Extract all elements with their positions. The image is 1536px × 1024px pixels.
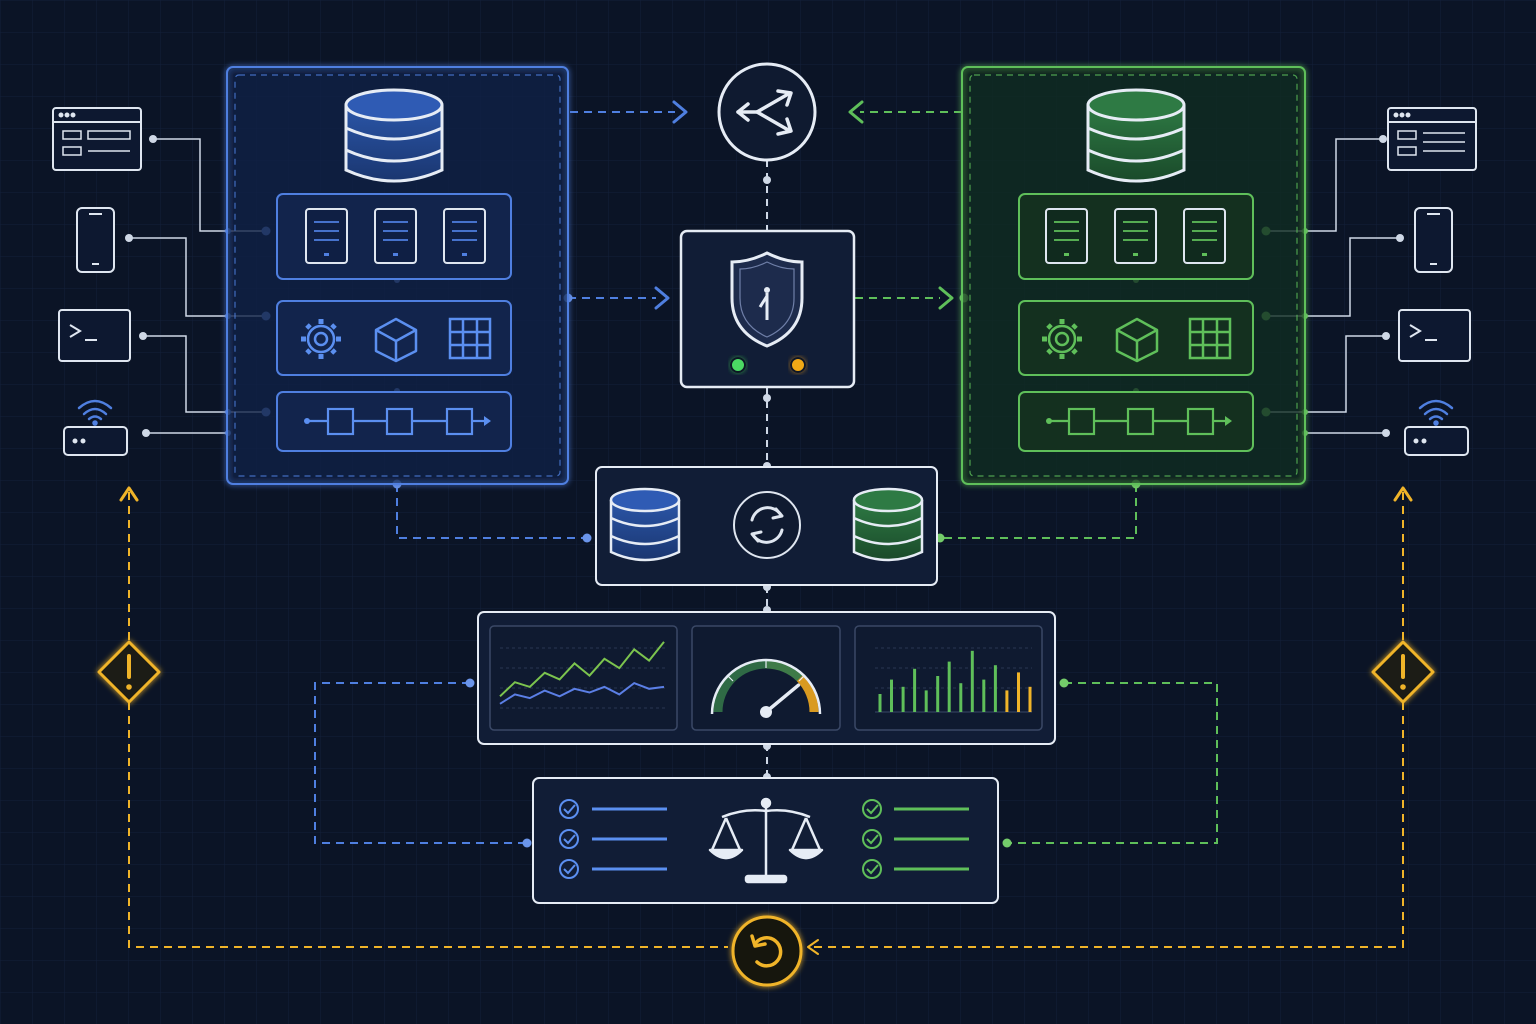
- connectors: [128, 111, 1404, 948]
- status-warning-indicator: [790, 357, 806, 373]
- left-checklist: [559, 799, 667, 879]
- gauge-needle: [764, 683, 801, 714]
- check-icon: [862, 799, 882, 879]
- browser-window-icon[interactable]: [1387, 107, 1477, 171]
- gear-icon: [1042, 319, 1082, 359]
- line-series-green: [499, 641, 665, 698]
- green-environment: [961, 66, 1306, 485]
- database-icon: [609, 487, 681, 562]
- line-series-blue: [499, 681, 665, 705]
- sync-icon: [733, 491, 801, 559]
- database-icon: [852, 487, 924, 562]
- security-gateway[interactable]: [679, 229, 856, 389]
- bar-chart-panel[interactable]: [854, 625, 1043, 731]
- services-tier[interactable]: [276, 300, 512, 376]
- clients-left: [52, 107, 142, 456]
- bar: [890, 679, 893, 712]
- mobile-phone-icon[interactable]: [76, 207, 115, 273]
- services-tier[interactable]: [1018, 300, 1254, 376]
- validation-comparison-panel[interactable]: [532, 777, 999, 904]
- iot-router-icon[interactable]: [63, 399, 128, 456]
- grid-icon: [448, 317, 492, 360]
- bar: [901, 686, 905, 712]
- terminal-icon[interactable]: [1398, 309, 1471, 362]
- data-sync-panel[interactable]: [595, 466, 938, 586]
- bar: [947, 661, 951, 712]
- documents-tier[interactable]: [276, 193, 512, 280]
- gauge-panel[interactable]: [691, 625, 841, 731]
- bar: [959, 683, 963, 712]
- balance-scale-icon: [708, 797, 824, 884]
- bar: [1005, 690, 1009, 712]
- bar: [970, 650, 974, 712]
- blue-environment: [226, 66, 569, 485]
- bar: [878, 694, 882, 712]
- mobile-phone-icon[interactable]: [1414, 207, 1453, 273]
- bar: [913, 668, 917, 712]
- bar: [1017, 672, 1020, 712]
- right-checklist: [862, 799, 969, 879]
- clients-right: [1387, 107, 1477, 456]
- rollback-icon[interactable]: [731, 915, 803, 987]
- pipeline-tier[interactable]: [276, 391, 512, 452]
- documents-tier[interactable]: [1018, 193, 1254, 280]
- bar: [982, 679, 986, 712]
- bar: [993, 665, 997, 712]
- cube-icon: [374, 317, 418, 363]
- database-icon[interactable]: [344, 88, 444, 183]
- check-icon: [559, 799, 579, 879]
- bar: [1028, 686, 1032, 712]
- share-split-icon: [736, 89, 793, 136]
- status-active-indicator: [730, 357, 746, 373]
- arrow-heads: [119, 100, 1413, 955]
- cube-icon: [1115, 317, 1159, 363]
- bar: [924, 690, 928, 712]
- browser-window-icon[interactable]: [52, 107, 142, 171]
- bar: [936, 676, 940, 712]
- traffic-router[interactable]: [717, 62, 817, 162]
- bar-series: [878, 650, 1032, 712]
- terminal-icon[interactable]: [58, 309, 131, 362]
- grid-icon: [1188, 317, 1232, 360]
- warning-diamond-icon[interactable]: [1371, 640, 1435, 704]
- iot-router-icon[interactable]: [1404, 399, 1469, 456]
- line-chart-panel[interactable]: [489, 625, 678, 731]
- monitoring-dashboard[interactable]: [477, 611, 1056, 745]
- gear-icon: [301, 319, 341, 359]
- warning-diamond-icon[interactable]: [97, 640, 161, 704]
- database-icon[interactable]: [1086, 88, 1186, 183]
- pipeline-tier[interactable]: [1018, 391, 1254, 452]
- shield-switch-icon: [730, 251, 804, 348]
